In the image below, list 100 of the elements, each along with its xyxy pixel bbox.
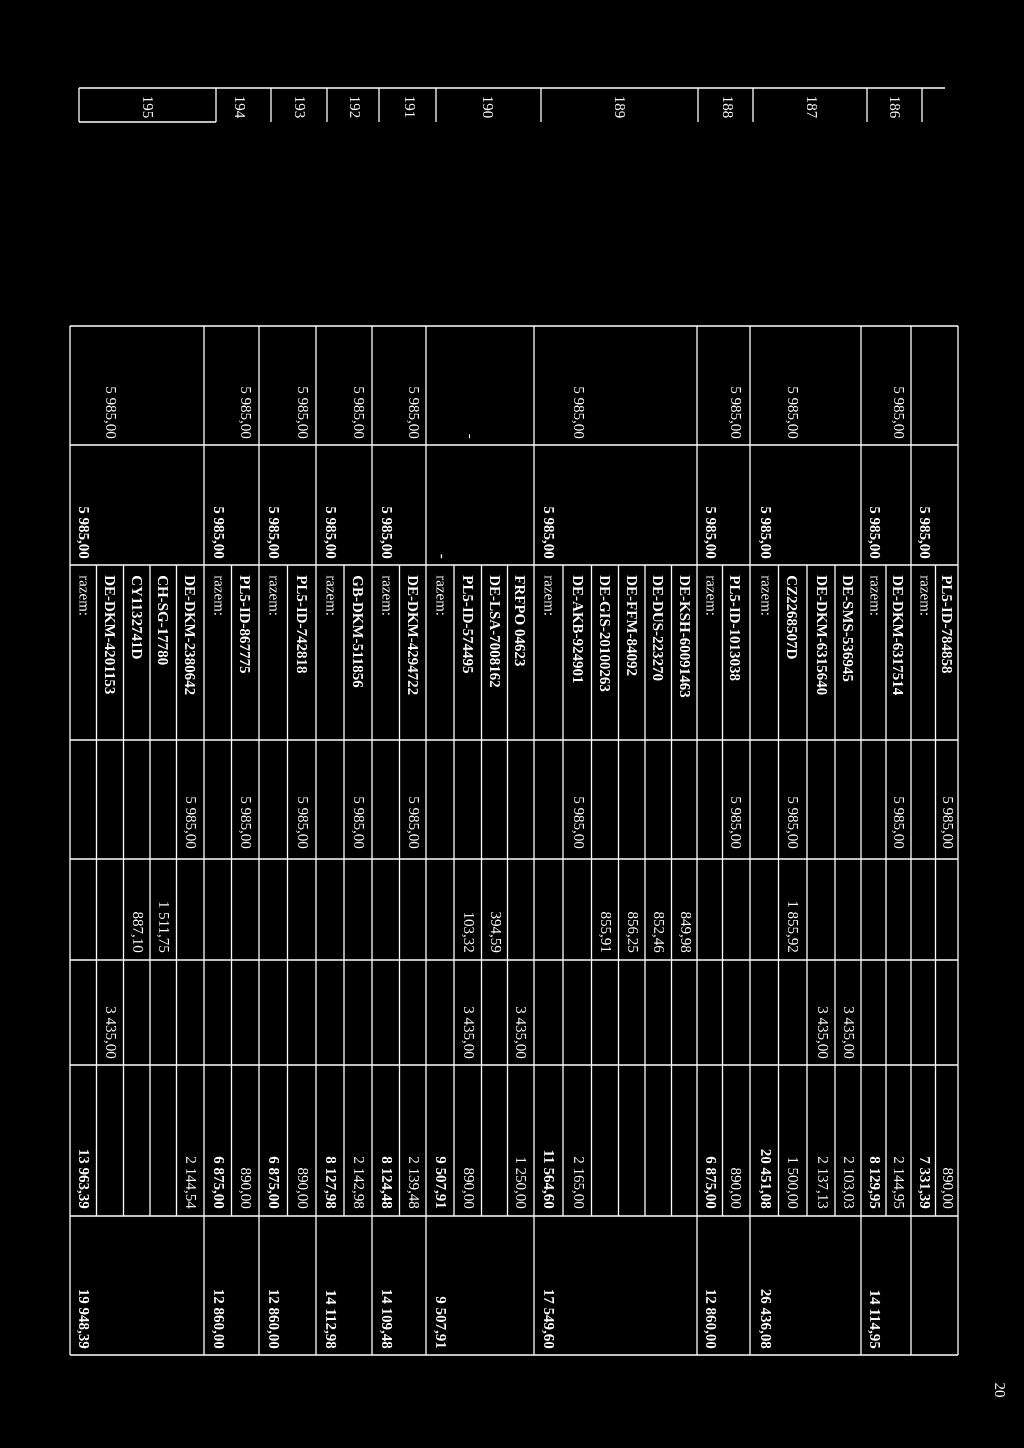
table-cell: 1 855,92: [785, 901, 799, 952]
table-cell: razem:: [761, 575, 769, 615]
table-cell: 14 114,95: [867, 1290, 881, 1349]
table-cell: 9 507,91: [433, 1296, 447, 1349]
table-cell: 856,25: [625, 912, 639, 953]
table-cell: DE-DKM-2380642: [184, 575, 196, 695]
row-number: 191: [404, 97, 416, 118]
table-cell: DE-DKM-6317514: [892, 575, 904, 695]
row-number: 187: [806, 97, 818, 118]
table-cell: 2 103,03: [841, 1156, 855, 1209]
table-cell: razem:: [870, 575, 878, 615]
table-cell: 2 137,13: [815, 1156, 829, 1209]
table-cell: 3 435,00: [513, 1007, 527, 1059]
table-cell: 5 985,00: [211, 506, 225, 559]
table-cell: razem:: [436, 575, 444, 615]
table-cell: 2 142,98: [351, 1156, 365, 1209]
table-cell: 6 875,00: [266, 1156, 280, 1209]
table-cell: 855,91: [598, 912, 612, 952]
table-cell: PL5-ID-1013038: [729, 575, 741, 681]
page-number: 20: [994, 1383, 1006, 1397]
table-cell: 2 139,48: [406, 1156, 420, 1209]
table-cell: 887,10: [130, 912, 144, 953]
table-cell: DE-LSA-7008162: [489, 575, 501, 688]
table-cell: 5 985,00: [379, 506, 393, 559]
table-cell: 12 860,00: [266, 1290, 280, 1349]
row-number: 195: [142, 97, 154, 118]
table-cell: 5 985,00: [238, 387, 252, 439]
table-cell: DE-DKM-6315640: [816, 575, 828, 695]
row-number: 188: [722, 97, 734, 118]
table-cell: 6 875,00: [211, 1156, 225, 1209]
table-cell: 5 985,00: [703, 506, 717, 559]
table-cell: 13 963,39: [76, 1150, 90, 1209]
table-cell: 5 985,00: [728, 797, 742, 849]
table-cell: 5 985,00: [76, 506, 90, 559]
table-cell: 890,00: [940, 1168, 954, 1209]
table-cell: DE-AKB-924901: [572, 575, 584, 683]
table-cell: 2 165,00: [571, 1156, 585, 1209]
table-cell: razem:: [544, 575, 552, 615]
table-cell: 14 109,48: [379, 1290, 393, 1349]
table-cell: -: [440, 554, 443, 559]
table-cell: PL5-ID-742818: [296, 575, 308, 674]
row-number: 194: [234, 97, 246, 118]
row-number: 186: [889, 97, 901, 118]
table-cell: 1 511,75: [156, 902, 170, 953]
row-number: 192: [349, 97, 361, 118]
table-cell: PL5-ID-867775: [239, 575, 251, 673]
table-cell: 7 331,39: [917, 1157, 931, 1209]
table-cell: 890,00: [295, 1168, 309, 1209]
table-cell: 890,00: [461, 1168, 475, 1209]
table-cell: DE-DKM-4201153: [104, 575, 116, 694]
table-cell: 9 507,91: [433, 1156, 447, 1209]
table-cell: 5 985,00: [728, 387, 742, 439]
table-cell: 3 435,00: [103, 1007, 117, 1059]
table-cell: 5 985,00: [785, 387, 799, 439]
table-cell: DE-GIS-20100263: [599, 575, 611, 692]
table-cell: 17 549,60: [541, 1290, 555, 1349]
table-cell: 1 250,00: [513, 1157, 527, 1209]
table-cell: 8 129,95: [867, 1156, 881, 1209]
table-cell: 849,98: [678, 912, 692, 953]
table-cell: 852,46: [651, 912, 665, 953]
table-cell: 5 985,00: [571, 387, 585, 439]
row-number: 190: [482, 97, 494, 118]
table-cell: 12 860,00: [211, 1290, 225, 1349]
table-cell: razem:: [326, 575, 334, 615]
table-cell: 5 985,00: [891, 387, 905, 439]
table-cell: GB-DKM-511856: [352, 575, 364, 688]
table-cell: 890,00: [728, 1168, 742, 1209]
table-cell: 8 127,98: [323, 1156, 337, 1209]
table-cell: 5 985,00: [295, 387, 309, 439]
table-cell: razem:: [382, 575, 390, 615]
table-cell: 5 985,00: [406, 387, 420, 439]
table-cell: 5 985,00: [295, 797, 309, 849]
table-cell: razem:: [269, 575, 277, 615]
table-cell: 890,00: [238, 1168, 252, 1209]
table-cell: CH-SG-17780: [157, 575, 169, 665]
table-cell: razem:: [79, 575, 87, 615]
table-cell: 5 985,00: [103, 387, 117, 439]
table-cell: 8 124,48: [379, 1156, 393, 1209]
table-cell: razem:: [920, 575, 928, 615]
table-cell: PL5-ID-784858: [941, 575, 953, 674]
table-cell: 14 112,98: [323, 1290, 337, 1349]
table-cell: 1 500,00: [785, 1157, 799, 1209]
table-cell: 394,59: [488, 912, 502, 953]
table-cell: 5 985,00: [406, 797, 420, 849]
table-cell: CY1132741D: [131, 575, 143, 659]
table-cell: 5 985,00: [238, 797, 252, 849]
table-cell: 5 985,00: [323, 506, 337, 559]
table-cell: 26 436,08: [758, 1289, 772, 1349]
table-cell: 5 985,00: [891, 797, 905, 849]
table-cell: 103,32: [461, 912, 475, 952]
table-cell: razem:: [214, 575, 222, 615]
table-cell: DE-SMS-536945: [842, 575, 854, 682]
table-cell: DE-DUS-223270: [652, 575, 664, 681]
table-cell: 5 985,00: [351, 387, 365, 439]
table-cell: 2 144,54: [183, 1156, 197, 1209]
row-number: 189: [614, 97, 626, 118]
table-cell: DE-FFM-84092: [626, 575, 638, 676]
table-cell: 5 985,00: [867, 506, 881, 559]
table-cell: 20 451,08: [758, 1149, 772, 1209]
table-cell: 11 564,60: [541, 1150, 555, 1209]
